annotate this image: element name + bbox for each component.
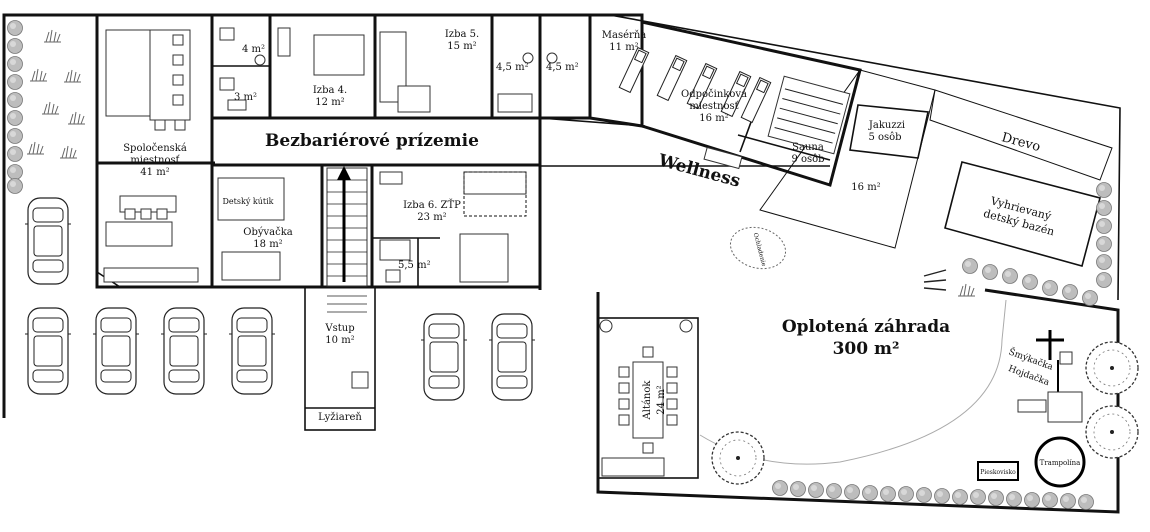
obyv-area: 18 m² xyxy=(253,239,282,250)
izba6-area: 23 m² xyxy=(417,212,446,223)
room-4m-label: 4 m² xyxy=(242,44,265,55)
maserna-name: Masérňa xyxy=(602,30,646,41)
odpoc-area: 16 m² xyxy=(699,113,728,124)
furniture xyxy=(103,27,1086,488)
pieskovisko-label: Pieskovisko xyxy=(980,469,1016,476)
kutik-label: Detský kútik xyxy=(223,197,274,206)
lyziaren-label: Lyžiareň xyxy=(318,412,362,423)
left-landscaping xyxy=(7,20,86,194)
odpoc-line2: miestnosť xyxy=(689,101,738,112)
obyv-name: Obývačka xyxy=(243,227,293,238)
garden-label-line1: Oplotená záhrada xyxy=(782,317,950,337)
spol-line1: Spoločenská xyxy=(123,143,187,154)
sauna-area: 9 osôb xyxy=(791,154,824,165)
garden-label-line2: 300 m² xyxy=(833,339,900,359)
vstup-name: Vstup xyxy=(324,323,354,334)
building-walls xyxy=(95,13,1113,431)
bath-45a-label: 4,5 m² xyxy=(496,62,529,73)
izba4-name: Izba 4. xyxy=(313,85,347,96)
room-3m-label: 3 m² xyxy=(234,92,257,103)
spol-area: 41 m² xyxy=(140,167,169,178)
bath-45b-label: 4,5 m² xyxy=(546,62,579,73)
trampolina-label: Trampolína xyxy=(1040,459,1081,467)
floor-title: Bezbariérové prízemie xyxy=(265,131,479,151)
jakuzzi-name: Jakuzzi xyxy=(868,120,905,131)
izba6-name: Izba 6. ZŤP xyxy=(403,199,461,211)
drevo-label: Drevo xyxy=(1000,130,1042,155)
jakuzzi-area: 5 osôb xyxy=(868,132,901,143)
maserna-area: 11 m² xyxy=(609,42,638,53)
vstup-area: 10 m² xyxy=(325,335,354,346)
altanok-area: 24 m² xyxy=(656,385,667,414)
izba5-area: 15 m² xyxy=(447,41,476,52)
bath-55-label: 5,5 m² xyxy=(398,260,431,271)
terrace-area-label: 16 m² xyxy=(851,182,880,193)
izba4-area: 12 m² xyxy=(315,97,344,108)
odpoc-line1: Odpočinková xyxy=(681,89,747,100)
sauna-name: Sauna xyxy=(792,142,824,153)
spol-line2: miestnosť xyxy=(130,155,179,166)
altanok-name: Altánok xyxy=(642,380,653,421)
izba5-name: Izba 5. xyxy=(445,29,479,40)
